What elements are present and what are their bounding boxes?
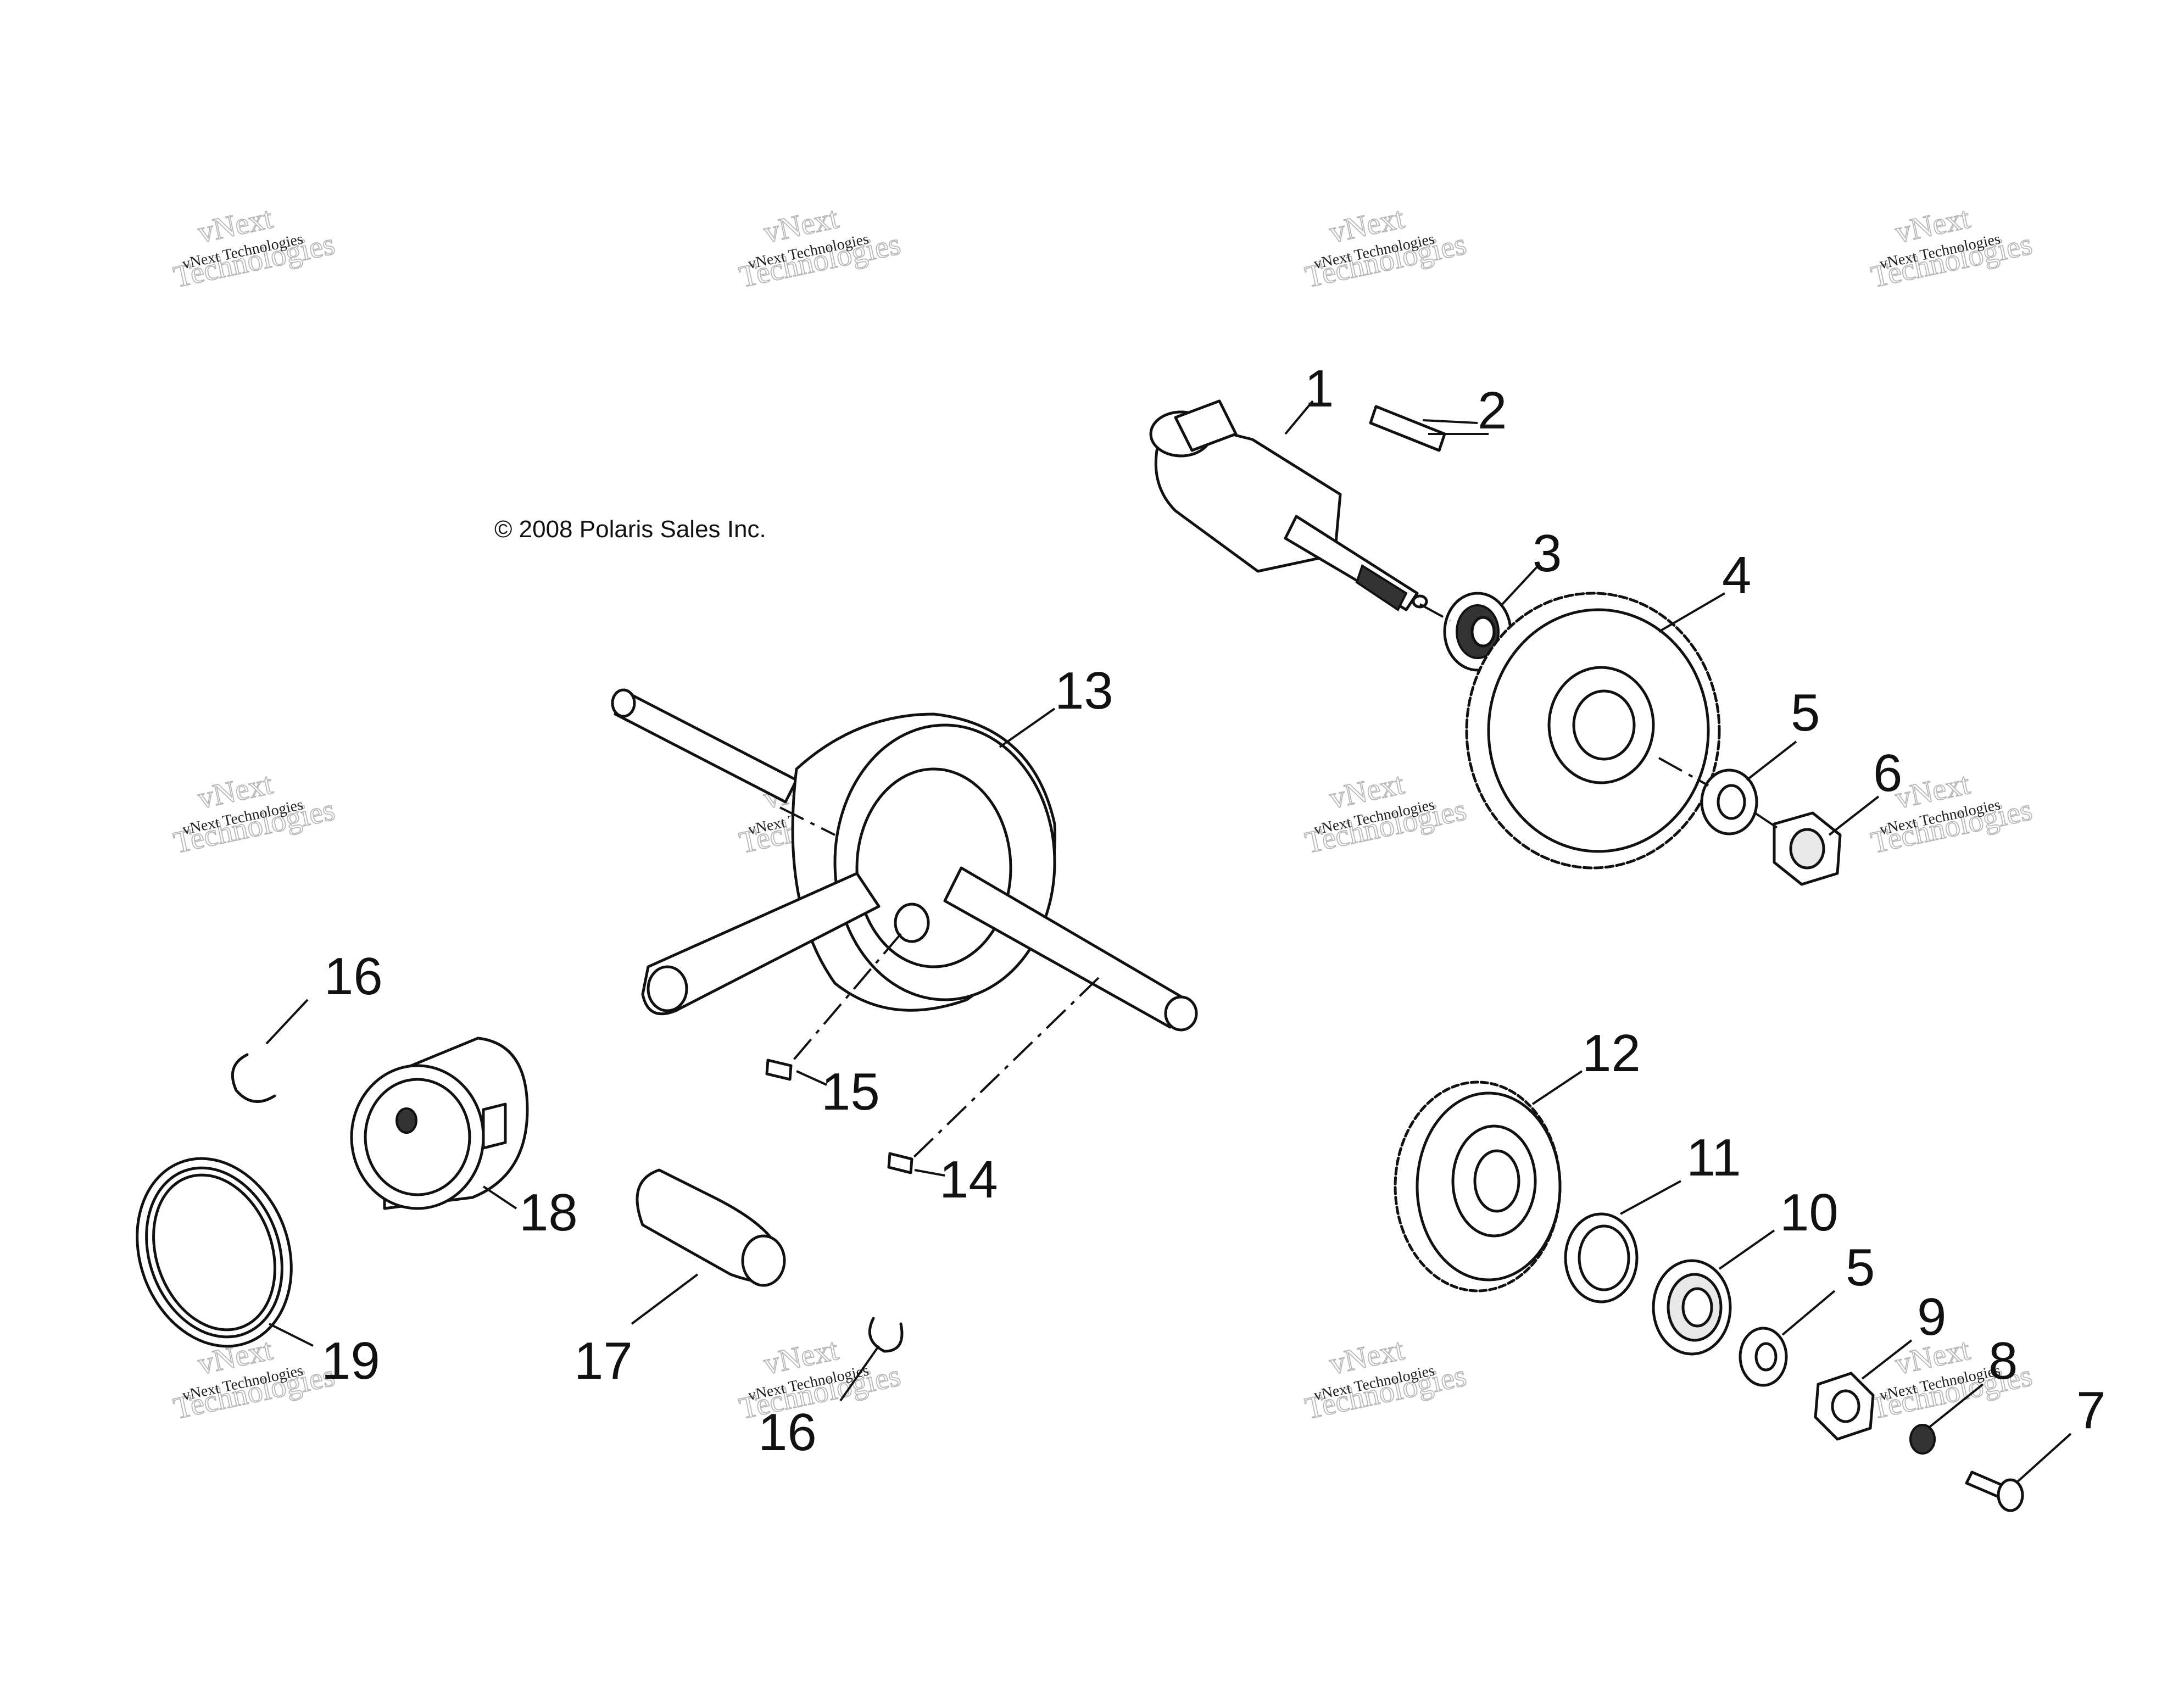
callout-16-bottom: 16 bbox=[758, 1403, 817, 1462]
callout-18: 18 bbox=[519, 1183, 578, 1242]
part-16-clip-left bbox=[231, 1053, 276, 1103]
part-15-key bbox=[765, 1059, 793, 1081]
part-5-washer-bottom bbox=[1739, 1327, 1788, 1387]
leader-lines bbox=[265, 400, 2072, 1484]
part-11-washer bbox=[1564, 1212, 1639, 1303]
callout-7: 7 bbox=[2076, 1381, 2105, 1440]
copyright-text: © 2008 Polaris Sales Inc. bbox=[494, 516, 766, 543]
callout-10: 10 bbox=[1780, 1183, 1838, 1242]
callout-5-bottom: 5 bbox=[1846, 1238, 1875, 1297]
part-19-piston-ring-set bbox=[136, 1157, 293, 1348]
part-5-washer-top bbox=[1700, 768, 1758, 835]
callout-2: 2 bbox=[1478, 381, 1507, 440]
part-13-crankshaft bbox=[611, 688, 1198, 1032]
callout-16-left: 16 bbox=[324, 947, 383, 1006]
part-16-clip-bottom bbox=[868, 1317, 904, 1353]
callout-15: 15 bbox=[821, 1062, 880, 1121]
callout-3: 3 bbox=[1533, 524, 1562, 583]
callout-19: 19 bbox=[321, 1332, 380, 1390]
callout-17: 17 bbox=[574, 1332, 633, 1390]
callout-12: 12 bbox=[1582, 1024, 1641, 1083]
callout-8: 8 bbox=[1988, 1332, 2018, 1390]
part-17-piston-pin bbox=[636, 1168, 786, 1287]
part-3-spring bbox=[1443, 592, 1512, 672]
callouts: 1 2 3 4 5 6 13 16 18 15 14 19 17 16 12 1… bbox=[321, 359, 2105, 1462]
part-18-piston bbox=[350, 1037, 529, 1210]
part-8-nut bbox=[1909, 1424, 1936, 1455]
part-12-gear bbox=[1394, 1080, 1562, 1293]
part-14-key bbox=[887, 1152, 913, 1174]
callout-14: 14 bbox=[939, 1150, 998, 1209]
part-10-bearing bbox=[1652, 1259, 1732, 1356]
callout-1: 1 bbox=[1305, 359, 1334, 418]
callout-13: 13 bbox=[1055, 661, 1113, 720]
callout-11: 11 bbox=[1686, 1128, 1741, 1187]
part-1-starter-shaft bbox=[1149, 399, 1428, 611]
part-7-bolt bbox=[1965, 1470, 2024, 1512]
part-6-nut bbox=[1773, 811, 1842, 886]
callout-4: 4 bbox=[1722, 546, 1751, 605]
callout-5-top: 5 bbox=[1791, 683, 1820, 742]
callout-6: 6 bbox=[1873, 744, 1902, 803]
part-2-key bbox=[1369, 405, 1446, 452]
part-4-gear bbox=[1465, 592, 1721, 870]
assembly-axes bbox=[779, 603, 1781, 1160]
part-9-nut bbox=[1814, 1372, 1875, 1441]
callout-9: 9 bbox=[1917, 1288, 1946, 1346]
